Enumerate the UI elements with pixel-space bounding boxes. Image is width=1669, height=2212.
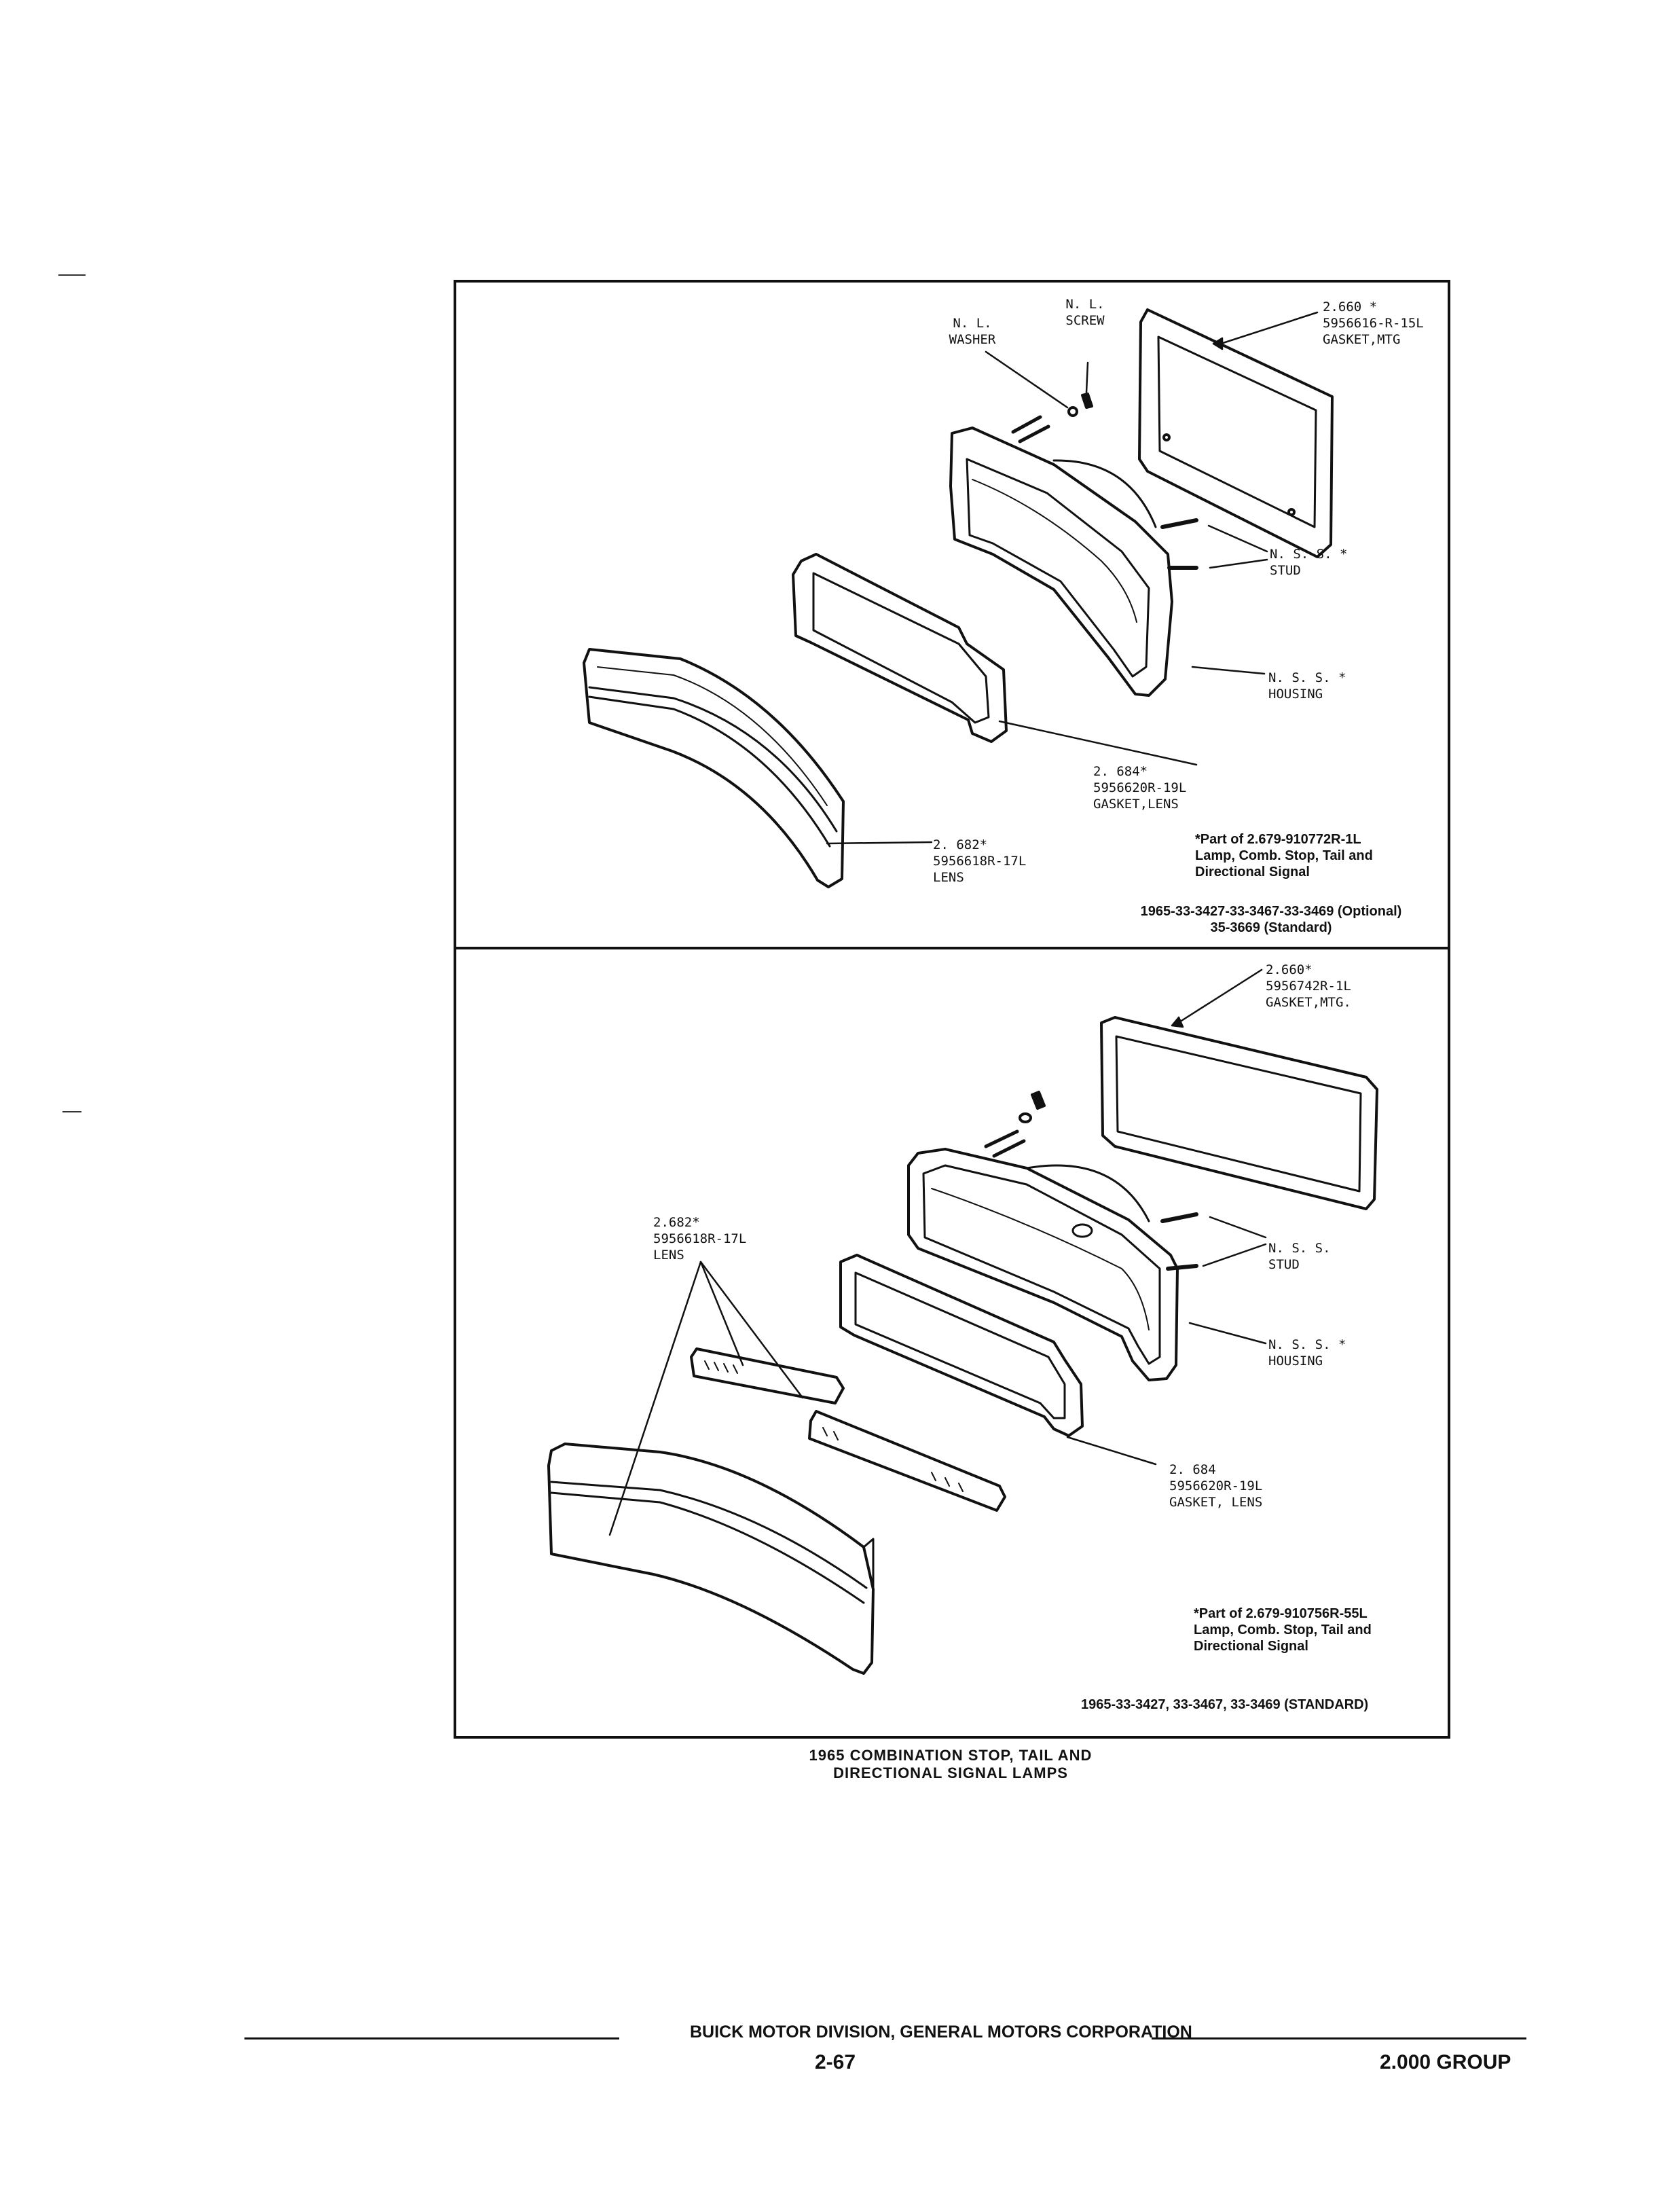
figure-bottom-drawing xyxy=(547,968,1378,1675)
label-lens-bottom: 2.682* 5956618R-17L LENS xyxy=(653,1215,747,1263)
lens-insert-upper-bottom xyxy=(690,1347,845,1404)
screw-washer-top xyxy=(1011,393,1093,443)
lens-insert-lower-bottom xyxy=(808,1410,1006,1512)
label-gasket-lens-bottom: 2. 684 5956620R-19L GASKET, LENS xyxy=(1169,1462,1263,1510)
models-top: 1965-33-3427-33-3467-33-3469 (Optional) … xyxy=(1140,904,1402,935)
label-nl-washer: N. L. WASHER xyxy=(949,316,996,347)
footer-rule-left xyxy=(244,2037,619,2039)
models-bottom: 1965-33-3427, 33-3467, 33-3469 (STANDARD… xyxy=(1081,1697,1369,1712)
label-gasket-lens: 2. 684* 5956620R-19L GASKET,LENS xyxy=(1093,764,1187,812)
lens-top xyxy=(583,648,845,888)
scan-mark xyxy=(58,274,86,276)
figure-top-drawing xyxy=(583,308,1334,888)
mounting-gasket-bottom xyxy=(1100,1016,1378,1210)
label-stud: N. S. S. * STUD xyxy=(1270,547,1348,578)
mounting-gasket-top xyxy=(1138,308,1334,558)
note-top: *Part of 2.679-910772R-1L Lamp, Comb. St… xyxy=(1195,832,1373,880)
figure-bottom-panel: 2.660* 5956742R-1L GASKET,MTG. 2.682* 59… xyxy=(454,947,1450,1739)
leader-lines-bottom xyxy=(608,968,1267,1536)
label-gasket-mtg: 2.660 * 5956616-R-15L GASKET,MTG xyxy=(1323,300,1424,347)
label-nl-screw: N. L. SCREW xyxy=(1065,297,1105,328)
note-bottom: *Part of 2.679-910756R-55L Lamp, Comb. S… xyxy=(1194,1606,1372,1654)
label-housing-bottom: N. S. S. * HOUSING xyxy=(1268,1337,1346,1368)
footer-page-number: 2-67 xyxy=(815,2051,856,2073)
lens-gasket-bottom xyxy=(839,1254,1084,1437)
label-stud-bottom: N. S. S. STUD xyxy=(1268,1241,1331,1272)
screw-washer-bottom xyxy=(984,1091,1046,1158)
housing-top xyxy=(949,427,1198,697)
footer-company: BUICK MOTOR DIVISION, GENERAL MOTORS COR… xyxy=(690,2023,1192,2042)
housing-bottom xyxy=(907,1148,1198,1381)
label-gasket-mtg-bottom: 2.660* 5956742R-1L GASKET,MTG. xyxy=(1266,962,1351,1010)
figure-caption: 1965 COMBINATION STOP, TAIL AND DIRECTIO… xyxy=(809,1747,1093,1781)
lens-bottom xyxy=(547,1443,875,1675)
label-housing: N. S. S. * HOUSING xyxy=(1268,670,1346,702)
footer-rule-right xyxy=(1152,2037,1526,2039)
scan-mark xyxy=(62,1111,81,1112)
leader-lines-top xyxy=(826,311,1319,845)
figure-top-panel: N. L. WASHER N. L. SCREW 2.660 * 5956616… xyxy=(454,280,1450,949)
footer-group: 2.000 GROUP xyxy=(1380,2051,1511,2073)
lens-gasket-top xyxy=(792,553,1008,743)
label-lens: 2. 682* 5956618R-17L LENS xyxy=(933,837,1027,885)
